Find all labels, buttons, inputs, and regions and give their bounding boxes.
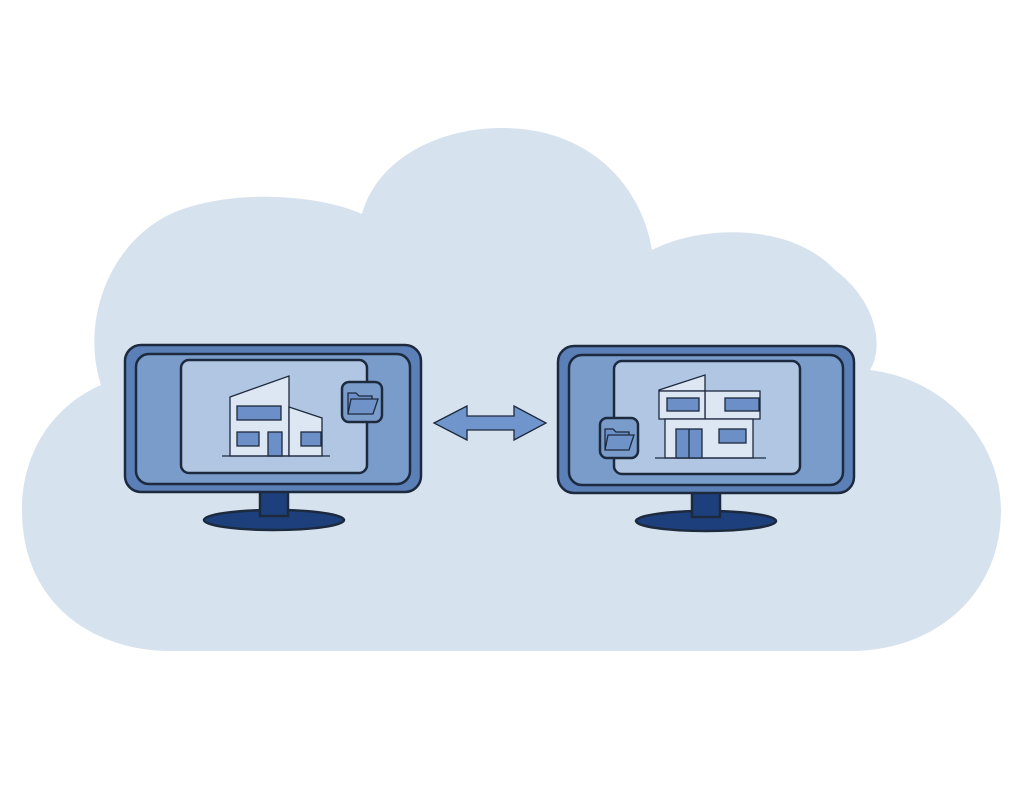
house-icon — [655, 374, 766, 459]
house-icon — [222, 375, 330, 457]
double-arrow-icon — [432, 404, 548, 442]
folder-icon — [340, 380, 384, 424]
folder-icon — [598, 416, 640, 460]
right-monitor — [556, 344, 856, 533]
left-monitor — [123, 343, 423, 532]
